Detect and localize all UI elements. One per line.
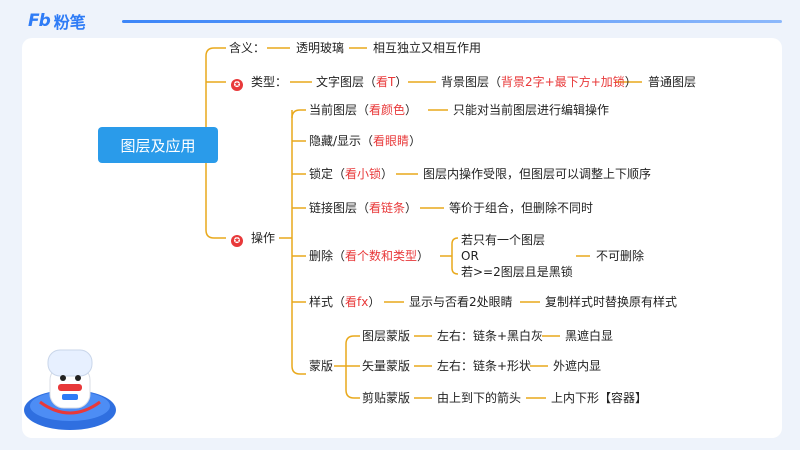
layer-mask-node: 图层蒙版 [362, 329, 411, 343]
ops-label: 操作 [251, 231, 276, 245]
types-node: ✪ 类型： [231, 74, 287, 91]
vector-mask-node: 矢量蒙版 [362, 359, 411, 373]
style-desc-2: 复制样式时替换原有样式 [545, 295, 678, 309]
style-node: 样式（看fx） [309, 295, 381, 309]
ops-node: ✪ 操作 [231, 230, 275, 247]
text-layer-node: 文字图层（看T） [316, 75, 408, 89]
brand: Fb 粉笔 [28, 10, 86, 32]
meaning-node-b: 相互独立又相互作用 [373, 41, 482, 55]
clip-mask-result: 上内下形【容器】 [551, 391, 648, 405]
star-badge-icon: ✪ [231, 235, 243, 247]
link-layer-node: 链接图层（看链条） [309, 201, 418, 215]
lock-desc: 图层内操作受限，但图层可以调整上下顺序 [423, 167, 652, 181]
star-badge-icon: ✪ [231, 79, 243, 91]
bg-layer-node: 背景图层（背景2字+最下方+加锁） [441, 75, 637, 89]
brand-name: 粉笔 [53, 13, 86, 32]
link-layer-desc: 等价于组合，但删除不同时 [449, 201, 594, 215]
meaning-node-a: 透明玻璃 [296, 41, 345, 55]
hide-show-node: 隐藏/显示（看眼睛） [309, 134, 422, 148]
layer-mask-result: 黑遮白显 [565, 329, 614, 343]
delete-node: 删除（看个数和类型） [309, 249, 430, 263]
current-layer-node: 当前图层（看颜色） [309, 103, 418, 117]
mindmap-card [22, 38, 782, 438]
mascot-icon [24, 349, 116, 430]
clip-mask-node: 剪贴蒙版 [362, 391, 411, 405]
delete-result: 不可删除 [596, 249, 645, 263]
types-label: 类型： [251, 75, 288, 89]
current-layer-desc: 只能对当前图层进行编辑操作 [453, 103, 610, 117]
vector-mask-result: 外遮内显 [553, 359, 602, 373]
mask-node: 蒙版 [309, 359, 334, 373]
normal-layer-node: 普通图层 [648, 75, 697, 89]
root-node: 图层及应用 [98, 127, 218, 163]
lock-node: 锁定（看小锁） [309, 167, 394, 181]
layer-mask-lr: 左右：链条+黑白灰 [437, 329, 544, 343]
header-divider [122, 20, 782, 23]
delete-or: OR [461, 249, 479, 263]
meaning-label: 含义： [229, 41, 266, 55]
delete-condition-2: 若>=2图层且是黑锁 [461, 265, 573, 279]
clip-mask-lr: 由上到下的箭头 [437, 391, 522, 405]
delete-condition-1: 若只有一个图层 [461, 233, 546, 247]
vector-mask-lr: 左右：链条+形状 [437, 359, 532, 373]
style-desc: 显示与否看2处眼睛 [409, 295, 513, 309]
brand-logo: Fb [28, 11, 51, 31]
